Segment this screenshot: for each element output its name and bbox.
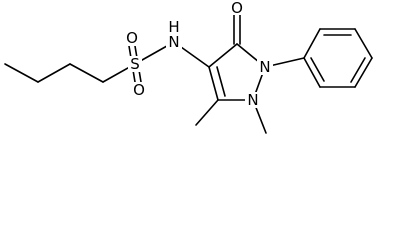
- svg-text:O: O: [133, 81, 145, 99]
- bond-c5-methyl: [195, 99, 219, 126]
- bond-ph-1: [303, 28, 321, 59]
- svg-text:N: N: [247, 91, 258, 109]
- svg-text:O: O: [231, 0, 243, 17]
- svg-text:N: N: [259, 58, 270, 76]
- svg-text:H: H: [168, 18, 179, 36]
- atom-h-amide: H: [166, 18, 182, 36]
- atom-n-methyl: N: [245, 91, 261, 109]
- atom-o-sulfonyl-top: O: [124, 29, 140, 47]
- svg-text:S: S: [130, 55, 140, 73]
- chemical-structure-svg: S O O N H O N N: [4, 0, 373, 134]
- bond-ph-6: [303, 57, 321, 88]
- svg-text:O: O: [126, 29, 138, 47]
- structure-diagram: S O O N H O N N: [4, 0, 373, 134]
- atom-o-sulfonyl-bottom: O: [131, 81, 147, 99]
- svg-text:N: N: [168, 33, 179, 51]
- bond-c5-c4: [208, 66, 219, 101]
- atom-n-phenyl: N: [257, 58, 273, 76]
- bond-c3-c4: [69, 63, 104, 83]
- bond-c4-c3-carbonyl: [208, 43, 238, 68]
- bond-ph-4: [354, 57, 373, 88]
- atom-n-amide: N: [166, 33, 182, 51]
- bond-c5-c4-inner: [216, 66, 226, 97]
- bond-c1-c2: [4, 63, 39, 83]
- atom-s: S: [128, 55, 142, 73]
- bond-ph-inner-b: [350, 57, 366, 83]
- bond-c2-c3: [37, 63, 71, 83]
- bond-ph-inner-c: [310, 57, 325, 82]
- bond-ph-3: [354, 28, 373, 59]
- atom-o-carbonyl: O: [229, 0, 245, 17]
